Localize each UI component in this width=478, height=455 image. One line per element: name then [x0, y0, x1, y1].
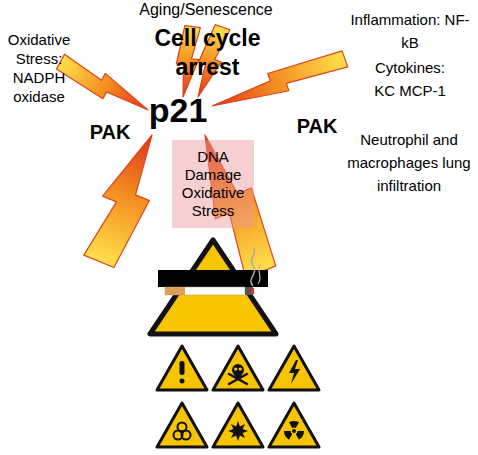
smoke — [251, 248, 255, 286]
cigarette-ember — [251, 288, 254, 294]
electric-hazard — [269, 346, 319, 390]
warning-triangle — [150, 240, 276, 334]
highlight-box: DNA Damage Oxidative Stress — [172, 140, 254, 228]
cigarette-body — [165, 287, 245, 295]
pathway-label: Cytokines: KC MCP-1 — [366, 56, 454, 102]
lightning-bolt — [55, 52, 154, 120]
smoke — [258, 264, 261, 284]
pathway-label: Neutrophil and macrophages lung infiltra… — [340, 128, 478, 197]
lightning-bolt — [79, 126, 173, 270]
exclamation-hazard — [157, 346, 207, 390]
protein-label: PAK — [292, 114, 342, 138]
toxic-hazard — [213, 346, 263, 390]
pathway-label: Oxidative Stress: NADPH oxidase — [0, 30, 78, 106]
explosive-hazard — [213, 403, 263, 447]
cigarette-ash — [245, 287, 253, 295]
node-text: DNA Damage Oxidative Stress — [172, 148, 254, 220]
biohazard — [157, 403, 207, 447]
effect-label: Aging/Senescence — [131, 0, 281, 19]
effect-label: Cell cycle arrest — [140, 24, 275, 82]
cigarette-filter — [165, 287, 185, 295]
pathway-label: Inflammation: NF-kB — [345, 8, 475, 54]
radiation-hazard — [269, 403, 319, 447]
protein-label: PAK — [85, 120, 135, 144]
protein-label: p21 — [138, 90, 218, 130]
